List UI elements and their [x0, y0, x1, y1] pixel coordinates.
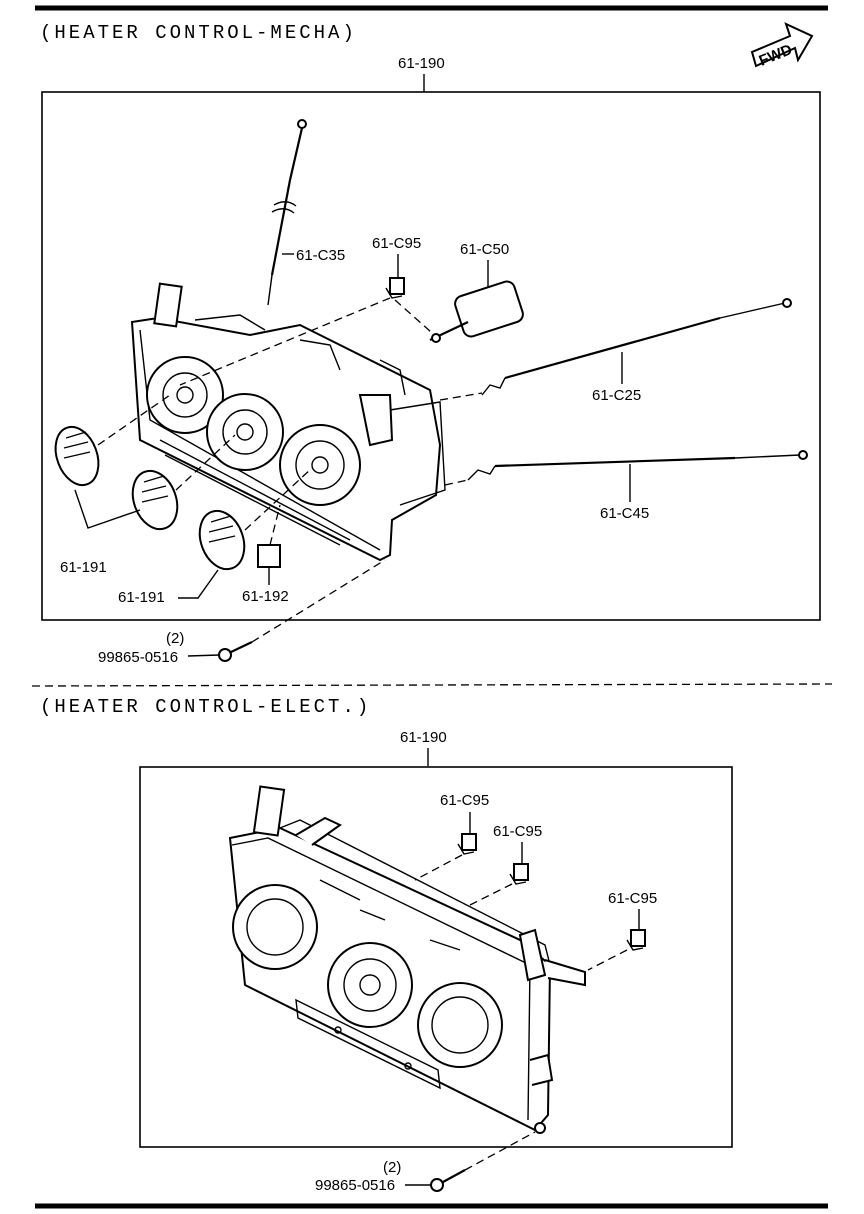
- clip-61-c95-b-icon: [509, 863, 529, 885]
- elect-frame: [139, 766, 733, 1148]
- dash-button: [269, 504, 281, 546]
- mecha-assembly-label: 61-190: [398, 55, 445, 72]
- clip-61-c95-c-icon: [626, 929, 646, 951]
- mecha-section-header: (HEATER CONTROL-MECHA): [40, 22, 357, 44]
- cable-61-c25: [481, 298, 792, 396]
- callout-61-c95-a: 61-C95: [440, 792, 489, 809]
- dash-screw-elect: [464, 1131, 536, 1171]
- knob-61-191-right-icon: [198, 509, 246, 571]
- callout-61-c95: 61-C95: [372, 235, 421, 252]
- dash-knob-middle: [175, 434, 236, 491]
- mecha-frame: [41, 91, 821, 621]
- callout-61-191-left: 61-191: [60, 559, 107, 576]
- dash-clip-a: [414, 854, 463, 881]
- callout-61-c50: 61-C50: [460, 241, 509, 258]
- dash-clip-b: [469, 883, 513, 906]
- section-separator: [31, 683, 833, 687]
- mecha-dial-right: [279, 424, 361, 506]
- actuator-61-c50-icon: [429, 280, 524, 343]
- elect-dial-middle: [327, 942, 413, 1028]
- screw-qty-mecha: (2): [166, 630, 184, 647]
- dash-cable-c25: [439, 392, 483, 401]
- elect-dial-left: [232, 884, 318, 970]
- cable-61-c45: [467, 450, 808, 481]
- callout-61-c95-c: 61-C95: [608, 890, 657, 907]
- callout-61-c95-b: 61-C95: [493, 823, 542, 840]
- callout-61-c35: 61-C35: [296, 247, 345, 264]
- dash-knob-right: [244, 467, 313, 531]
- leader-61-191-left: [74, 489, 141, 529]
- elect-section-header: (HEATER CONTROL-ELECT.): [40, 696, 371, 718]
- mecha-dial-middle: [206, 393, 284, 471]
- mecha-dial-left: [146, 356, 224, 434]
- screw-mecha-icon: [218, 641, 253, 662]
- fwd-label: FWD: [757, 41, 795, 70]
- screw-elect-icon: [430, 1169, 466, 1192]
- screw-qty-elect: (2): [383, 1159, 401, 1176]
- dash-knob-left: [97, 394, 171, 446]
- callout-61-c25: 61-C25: [592, 387, 641, 404]
- fwd-arrow-icon: FWD: [750, 22, 814, 70]
- dash-clip-to-panel: [179, 297, 391, 386]
- leader-61-191-right: [178, 569, 219, 599]
- screw-label-elect: 99865-0516: [315, 1177, 395, 1194]
- elect-dial-right: [417, 982, 503, 1068]
- callout-61-191-right: 61-191: [118, 589, 165, 606]
- screw-label-mecha: 99865-0516: [98, 649, 178, 666]
- cable-61-c35: [267, 119, 307, 306]
- button-61-192-icon: [257, 544, 281, 568]
- dash-screw-mecha: [251, 559, 386, 643]
- callout-61-192: 61-192: [242, 588, 289, 605]
- clip-61-c95-a-icon: [457, 833, 477, 855]
- knob-61-191-left-icon: [54, 425, 100, 487]
- leader-screw-mecha: [187, 654, 220, 657]
- knob-61-191-middle-icon: [131, 469, 179, 531]
- clip-61-c95-icon: [385, 277, 405, 299]
- dash-clip-to-actuator: [394, 299, 441, 341]
- dash-cable-c45: [444, 479, 469, 486]
- callout-61-c45: 61-C45: [600, 505, 649, 522]
- elect-assembly-label: 61-190: [400, 729, 447, 746]
- dash-clip-c: [587, 949, 628, 971]
